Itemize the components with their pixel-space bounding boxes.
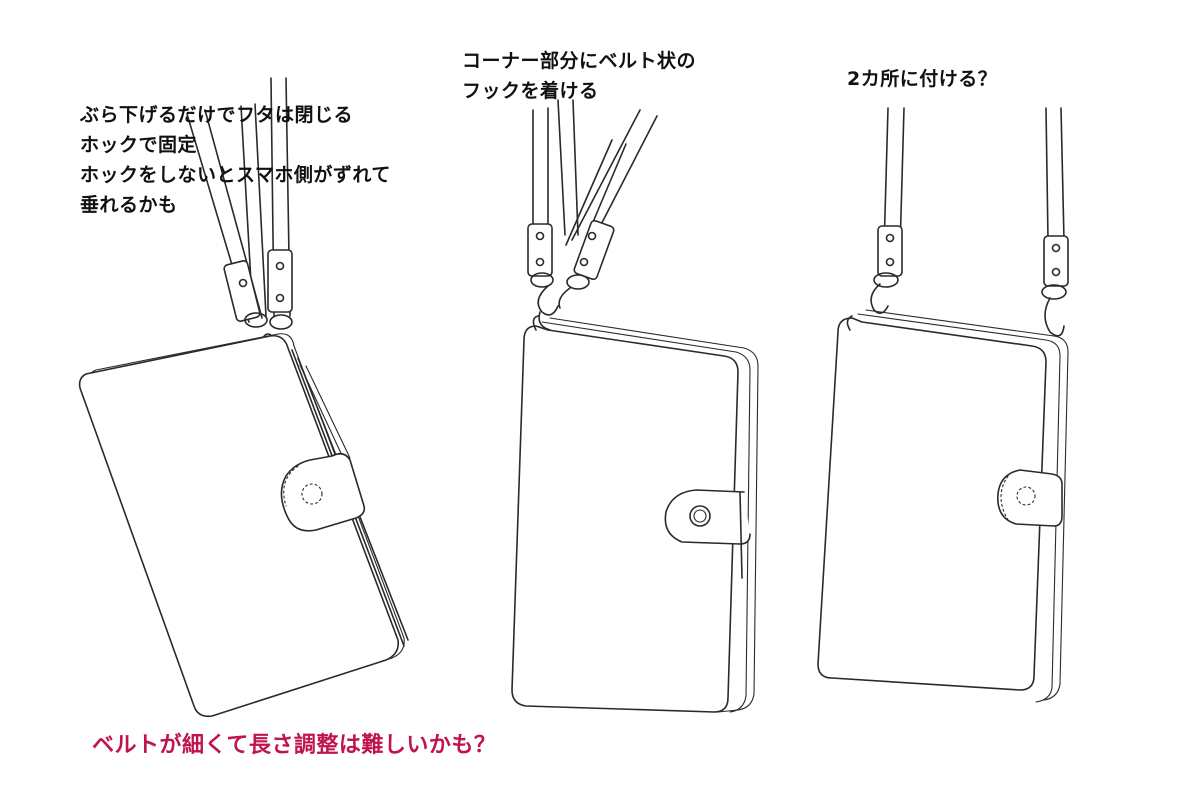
note-left-line-4: 垂れるかも <box>80 194 178 216</box>
note-middle-line-1: コーナー部分にベルト状の <box>462 50 697 72</box>
note-bottom-warning: ベルトが細くて長さ調整は難しいかも？ <box>92 731 496 761</box>
left-case-drawing <box>78 77 409 718</box>
middle-straps <box>527 99 658 331</box>
middle-case-drawing <box>511 99 759 713</box>
note-right-line-1: 2カ所に付ける？ <box>847 68 998 90</box>
note-left-line-3: ホックをしないとスマホ側がずれて <box>80 164 391 186</box>
note-middle: コーナー部分にベルト状の フックを着ける <box>462 46 696 106</box>
left-straps <box>186 77 293 361</box>
right-straps <box>870 107 1069 337</box>
note-left: ぶら下げるだけでフタは閉じる ホックで固定 ホックをしないとスマホ側がずれて 垂… <box>80 100 391 220</box>
right-case-drawing <box>817 107 1069 703</box>
note-left-line-2: ホックで固定 <box>80 134 198 156</box>
note-right: 2カ所に付ける？ <box>847 64 997 94</box>
note-middle-line-2: フックを着ける <box>462 80 599 102</box>
note-bottom-text: ベルトが細くて長さ調整は難しいかも？ <box>92 733 497 758</box>
note-left-line-1: ぶら下げるだけでフタは閉じる <box>80 104 354 126</box>
